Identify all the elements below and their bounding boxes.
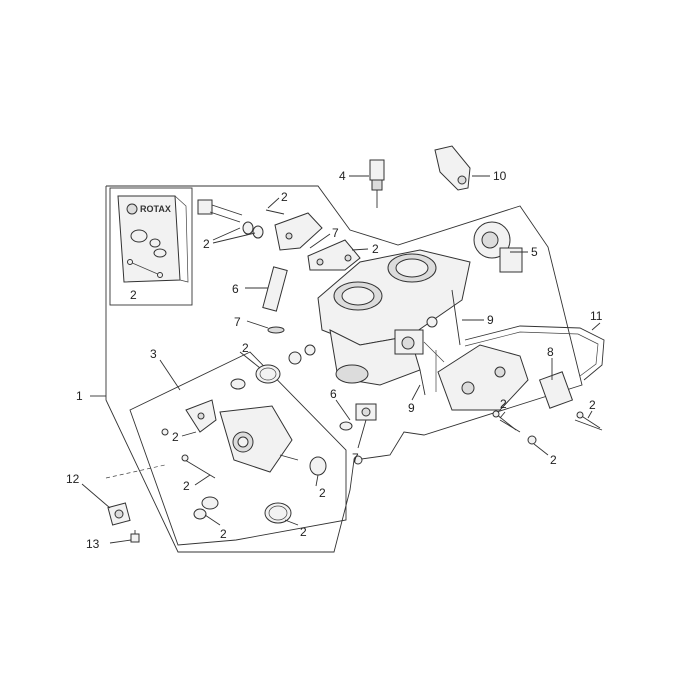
bracket-upper: [307, 239, 361, 271]
callout-7c: 7: [352, 451, 359, 465]
hose-9-upper: [451, 289, 461, 346]
throttle-body: [317, 249, 471, 392]
callout-9a: 9: [487, 313, 494, 327]
kit-box-outline: [109, 187, 193, 306]
right-screws: [492, 410, 601, 431]
callout-6b: 6: [330, 387, 337, 401]
callout-7b: 7: [332, 226, 339, 240]
dashed-leader: [105, 464, 166, 479]
injector-upper: [262, 266, 288, 334]
spring-upper: [230, 344, 316, 390]
throttle-position-sensor: [473, 221, 523, 273]
assembly-outline: [105, 185, 583, 553]
sensor-connector: [434, 145, 471, 191]
callout-2b: 2: [203, 237, 210, 251]
callout-labels: 1 3 4 10 5 2 2 6 7 7 2 2 9 11 8 9 6 7 2 …: [66, 169, 603, 551]
subassembly-box-outline: [129, 351, 347, 546]
callout-10: 10: [493, 169, 507, 183]
callout-2g: 2: [183, 479, 190, 493]
injector-lower: [339, 403, 377, 465]
callout-8: 8: [547, 345, 554, 359]
leader-lines: [81, 175, 601, 544]
rubber-mount: [107, 502, 131, 526]
callout-1: 1: [76, 389, 83, 403]
callout-2f: 2: [172, 430, 179, 444]
callout-2c: 2: [372, 242, 379, 256]
callout-2a: 2: [281, 190, 288, 204]
vacuum-hose: [464, 325, 605, 381]
mount-screw: [130, 530, 140, 543]
hose-9-lower: [419, 369, 426, 396]
spring-lower: [193, 454, 327, 524]
kit-brand-label: ROTAX: [140, 204, 171, 214]
callout-2-kit: 2: [130, 288, 137, 302]
callout-2k: 2: [500, 397, 507, 411]
callout-2l: 2: [550, 453, 557, 467]
vacuum-hose-inner: [464, 331, 599, 377]
callout-2e: 2: [242, 341, 249, 355]
callout-2j: 2: [220, 527, 227, 541]
lever-assembly: [161, 399, 293, 479]
upper-bolt-linkage: [197, 199, 323, 251]
callout-13: 13: [86, 537, 100, 551]
callout-9b: 9: [408, 401, 415, 415]
callout-3: 3: [150, 347, 157, 361]
callout-6a: 6: [232, 282, 239, 296]
callout-7a: 7: [234, 315, 241, 329]
fuel-regulator-assembly: [437, 344, 603, 445]
callout-2h: 2: [319, 486, 326, 500]
callout-2m: 2: [589, 398, 596, 412]
callout-5: 5: [531, 245, 538, 259]
temperature-sensor: [369, 159, 385, 208]
callout-11: 11: [590, 309, 603, 323]
callout-4: 4: [339, 169, 346, 183]
kit-booklet: ROTAX: [117, 195, 189, 283]
callout-12: 12: [66, 472, 80, 486]
callout-2i: 2: [300, 525, 307, 539]
